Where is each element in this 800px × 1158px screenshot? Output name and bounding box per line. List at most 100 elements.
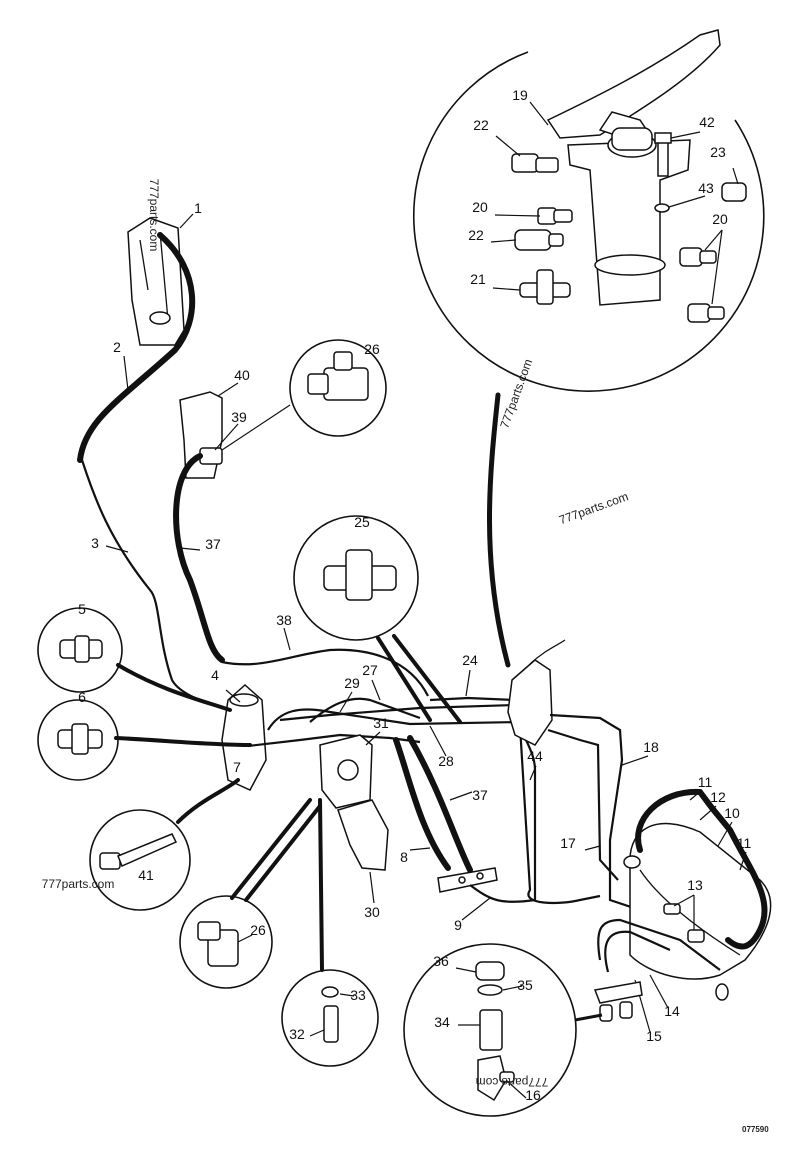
callout-labels: 1234567891011111213141516171819202021222… bbox=[78, 87, 751, 1103]
callout-c36: 36 bbox=[433, 953, 449, 969]
callout-c37a: 37 bbox=[205, 536, 221, 552]
callout-c32: 32 bbox=[289, 1026, 305, 1042]
detail-circle-32-33 bbox=[281, 798, 379, 1067]
fitting-13 bbox=[663, 894, 705, 943]
watermark-text-3: 777parts.com bbox=[42, 877, 115, 891]
hose-37-upper bbox=[173, 453, 225, 663]
callout-c18: 18 bbox=[643, 739, 659, 755]
fitting-20-right-b bbox=[687, 303, 725, 323]
bracket-40 bbox=[179, 382, 239, 479]
callout-c5: 5 bbox=[78, 601, 86, 617]
fitting-22-mid bbox=[514, 229, 564, 251]
hose-8 bbox=[393, 737, 451, 871]
bracket-31 bbox=[319, 731, 381, 809]
callout-c6: 6 bbox=[78, 689, 86, 705]
tee-21 bbox=[519, 269, 571, 305]
callout-c11b: 11 bbox=[737, 835, 752, 851]
callout-c26a: 26 bbox=[364, 341, 380, 357]
pipe-center-b bbox=[267, 708, 521, 731]
callout-c15: 15 bbox=[646, 1028, 662, 1044]
reservoir-bracket-1 bbox=[127, 213, 194, 346]
callout-c17: 17 bbox=[560, 835, 576, 851]
hose-11 bbox=[635, 788, 768, 950]
detail-circle-5 bbox=[37, 607, 232, 712]
pipe-17 bbox=[547, 728, 619, 881]
callout-c25: 25 bbox=[354, 514, 370, 530]
callout-c10: 10 bbox=[724, 805, 740, 821]
callout-c4: 4 bbox=[211, 667, 219, 683]
valve-4 bbox=[221, 683, 267, 791]
air-tank bbox=[623, 822, 772, 1001]
callout-c3: 3 bbox=[91, 535, 99, 551]
bolt-42 bbox=[657, 139, 669, 177]
callout-c16: 16 bbox=[525, 1087, 541, 1103]
callout-c37b: 37 bbox=[472, 787, 488, 803]
watermark-text-4: 777parts.com bbox=[476, 1075, 549, 1089]
callout-c9: 9 bbox=[454, 917, 462, 933]
callout-c22b: 22 bbox=[468, 227, 484, 243]
brake-valve-small bbox=[507, 639, 566, 746]
pipe-44 bbox=[518, 725, 601, 905]
callout-c14: 14 bbox=[664, 1003, 680, 1019]
callout-c29: 29 bbox=[344, 675, 360, 691]
fitting-20-right-a bbox=[679, 247, 717, 267]
callout-c20a: 20 bbox=[472, 199, 488, 215]
pipe-center-c bbox=[279, 703, 516, 722]
callout-c34: 34 bbox=[434, 1014, 450, 1030]
hose-37-lower bbox=[407, 735, 473, 873]
drawing-code: 077590 bbox=[742, 1125, 769, 1134]
detail-circle-6 bbox=[37, 699, 252, 781]
callout-c27: 27 bbox=[362, 662, 378, 678]
callout-c24: 24 bbox=[462, 652, 478, 668]
pipe-18 bbox=[549, 713, 641, 912]
callout-c44: 44 bbox=[527, 748, 543, 764]
detail-circle-26-top bbox=[221, 339, 387, 451]
callout-c12: 12 bbox=[710, 789, 726, 805]
hose-2 bbox=[77, 232, 196, 463]
detail-circle-41 bbox=[89, 778, 240, 911]
callout-c20b: 20 bbox=[712, 211, 728, 227]
callout-c11a: 11 bbox=[698, 774, 713, 790]
callout-c1: 1 bbox=[194, 200, 202, 216]
callout-c33: 33 bbox=[350, 987, 366, 1003]
callout-c31: 31 bbox=[373, 715, 389, 731]
callout-c26b: 26 bbox=[250, 922, 266, 938]
plug-23 bbox=[721, 182, 747, 202]
callout-c30: 30 bbox=[364, 904, 380, 920]
pipe-center-a bbox=[247, 733, 421, 748]
callout-c23: 23 bbox=[710, 144, 726, 160]
callout-c38: 38 bbox=[276, 612, 292, 628]
drain-bracket bbox=[593, 981, 643, 1022]
callout-c39: 39 bbox=[231, 409, 247, 425]
callout-c19: 19 bbox=[512, 87, 528, 103]
callout-c43: 43 bbox=[698, 180, 714, 196]
callout-c41: 41 bbox=[138, 867, 154, 883]
callout-c40: 40 bbox=[234, 367, 250, 383]
detail-circle-25 bbox=[293, 515, 462, 724]
pipe-15 bbox=[604, 930, 671, 973]
fitting-20-left bbox=[537, 207, 573, 225]
callout-c8: 8 bbox=[400, 849, 408, 865]
pipe-24 bbox=[429, 696, 515, 702]
callout-c2: 2 bbox=[113, 339, 121, 355]
callout-c35: 35 bbox=[517, 977, 533, 993]
callout-c22a: 22 bbox=[473, 117, 489, 133]
pipe-14 bbox=[597, 918, 721, 971]
detail-circle-26-bottom bbox=[179, 798, 322, 989]
bracket-30 bbox=[337, 799, 389, 904]
callout-c28: 28 bbox=[438, 753, 454, 769]
callout-c42: 42 bbox=[699, 114, 715, 130]
fitting-22-top bbox=[511, 153, 559, 173]
pipe-38 bbox=[221, 648, 429, 697]
watermark-text-0: 777parts.com bbox=[147, 179, 161, 252]
callout-c21: 21 bbox=[470, 271, 486, 287]
detail-circle-brake-valve bbox=[413, 29, 765, 392]
plate-9 bbox=[437, 867, 498, 921]
washer-43 bbox=[654, 203, 670, 213]
callout-c13: 13 bbox=[687, 877, 703, 893]
watermark-text-2: 777parts.com bbox=[557, 489, 630, 527]
callout-c7: 7 bbox=[233, 759, 241, 775]
detail-circle-drain bbox=[403, 943, 603, 1117]
